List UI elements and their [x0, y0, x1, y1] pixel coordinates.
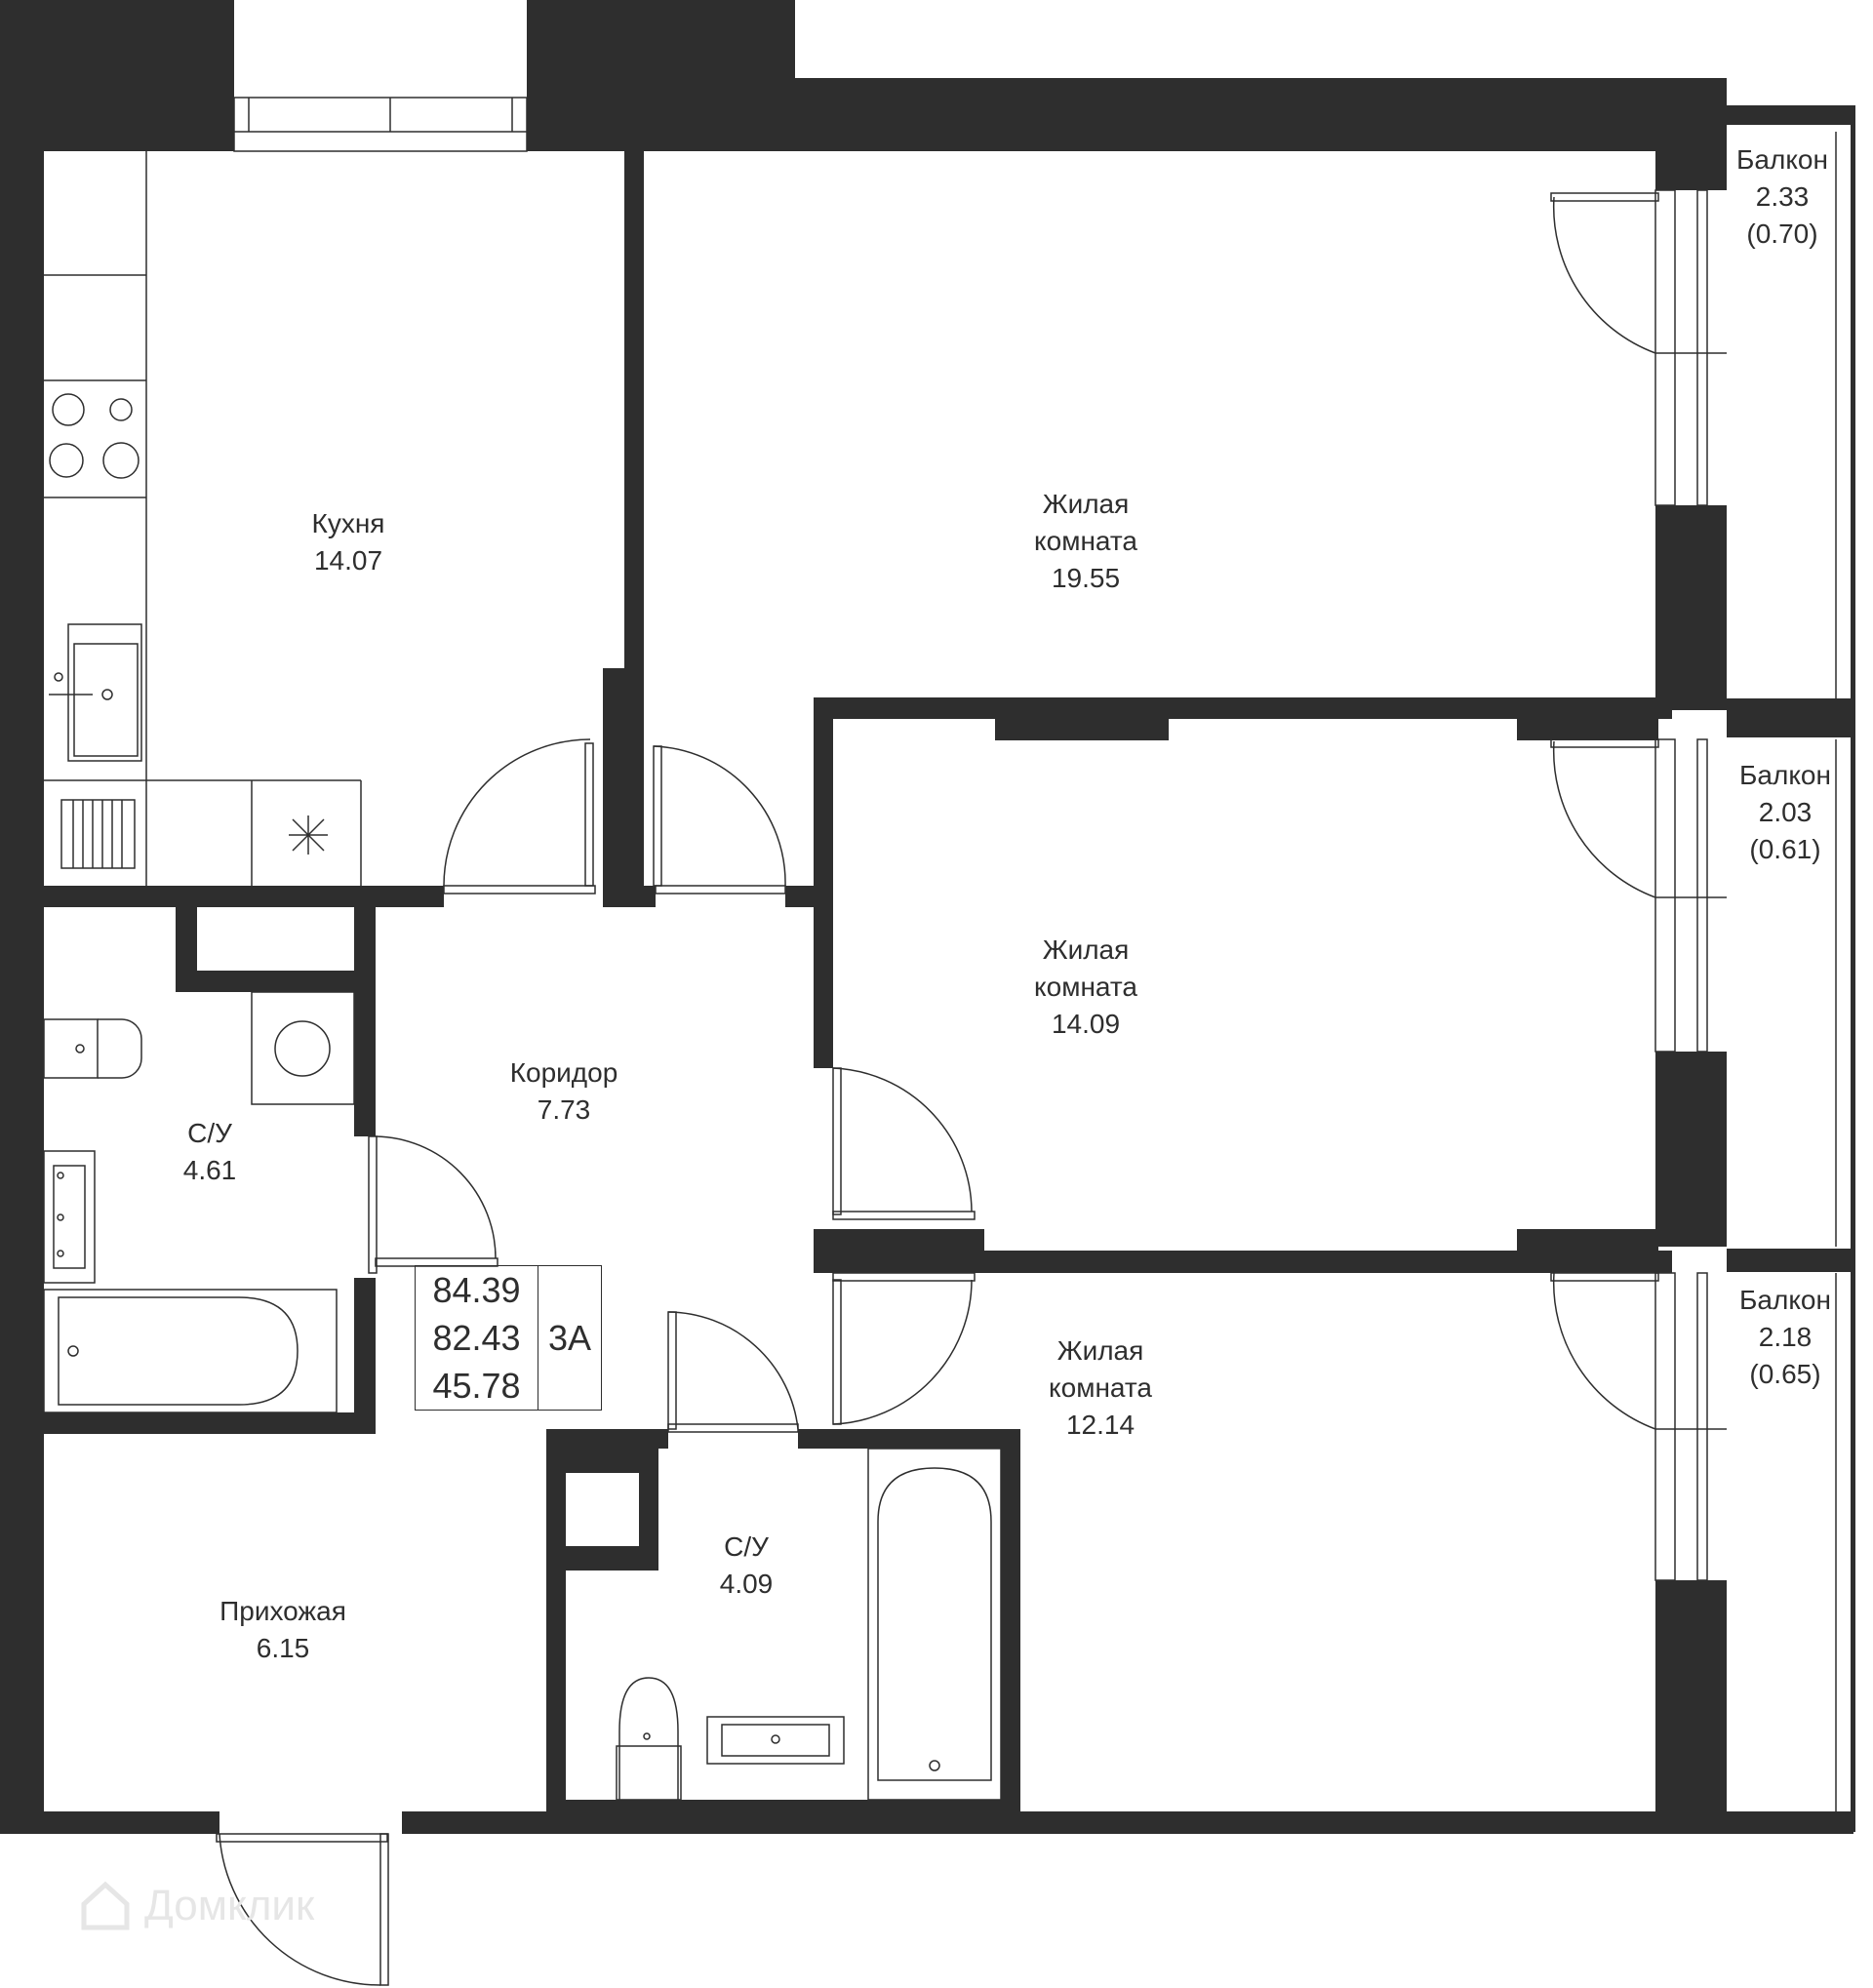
room-area: 2.33 [1755, 181, 1810, 212]
room-area: 14.09 [1051, 1009, 1121, 1039]
room-area: 4.09 [719, 1569, 774, 1599]
room-name: С/У [187, 1118, 232, 1148]
room-area-reduced: (0.65) [1749, 1359, 1821, 1389]
room-label-bathroom2: С/У 4.09 [720, 1529, 774, 1603]
room-area-reduced: (0.61) [1749, 834, 1821, 864]
room-area: 12.14 [1065, 1410, 1136, 1440]
room-label-corridor: Коридор 7.73 [510, 1054, 618, 1129]
room-label-balcony1: Балкон 2.33 (0.70) [1736, 141, 1828, 253]
room-name: Балкон [1739, 760, 1831, 790]
room-name: С/У [724, 1531, 769, 1562]
area-values: 84.39 82.43 45.78 [416, 1266, 538, 1410]
room-label-balcony2: Балкон 2.03 (0.61) [1739, 757, 1831, 868]
room-area: 4.61 [182, 1155, 237, 1185]
room-name-line1: Жилая [1042, 934, 1130, 965]
fixtures-and-doors [43, 97, 1837, 1986]
room-name: Балкон [1739, 1285, 1831, 1315]
area-summary-box: 84.39 82.43 45.78 3А [415, 1265, 602, 1411]
watermark-text: Домклик [144, 1882, 315, 1929]
room-name: Балкон [1736, 144, 1828, 175]
room-name-line2: комната [1034, 972, 1137, 1002]
room-area-reduced: (0.70) [1746, 219, 1818, 249]
walls [0, 0, 1855, 1834]
room-name-line2: комната [1034, 526, 1137, 556]
room-label-bathroom1: С/У 4.61 [183, 1115, 237, 1189]
watermark: Домклик [78, 1879, 314, 1933]
room-label-balcony3: Балкон 2.18 (0.65) [1739, 1282, 1831, 1393]
total-area: 84.39 [432, 1269, 521, 1310]
room-label-living1: Жилая комната 19.55 [1034, 486, 1137, 597]
room-name: Кухня [311, 508, 385, 538]
room-area: 6.15 [256, 1633, 310, 1663]
room-area: 7.73 [537, 1094, 591, 1125]
room-name-line2: комната [1049, 1372, 1152, 1403]
apartment-type: 3А [547, 1317, 592, 1358]
room-label-living2: Жилая комната 14.09 [1034, 932, 1137, 1043]
room-label-hallway: Прихожая 6.15 [219, 1593, 346, 1667]
living-area: 45.78 [432, 1365, 521, 1406]
room-name: Коридор [509, 1057, 618, 1088]
house-icon [81, 1881, 130, 1930]
room-area: 19.55 [1051, 563, 1121, 593]
room-area: 2.03 [1758, 797, 1813, 827]
room-name: Прихожая [219, 1596, 346, 1626]
room-name-line1: Жилая [1042, 489, 1130, 519]
room-label-kitchen: Кухня 14.07 [312, 505, 385, 579]
room-label-living3: Жилая комната 12.14 [1049, 1332, 1152, 1444]
room-area: 14.07 [313, 545, 383, 576]
room-area: 2.18 [1758, 1322, 1813, 1352]
area-without-balconies: 82.43 [432, 1317, 521, 1358]
room-name-line1: Жилая [1056, 1335, 1144, 1366]
